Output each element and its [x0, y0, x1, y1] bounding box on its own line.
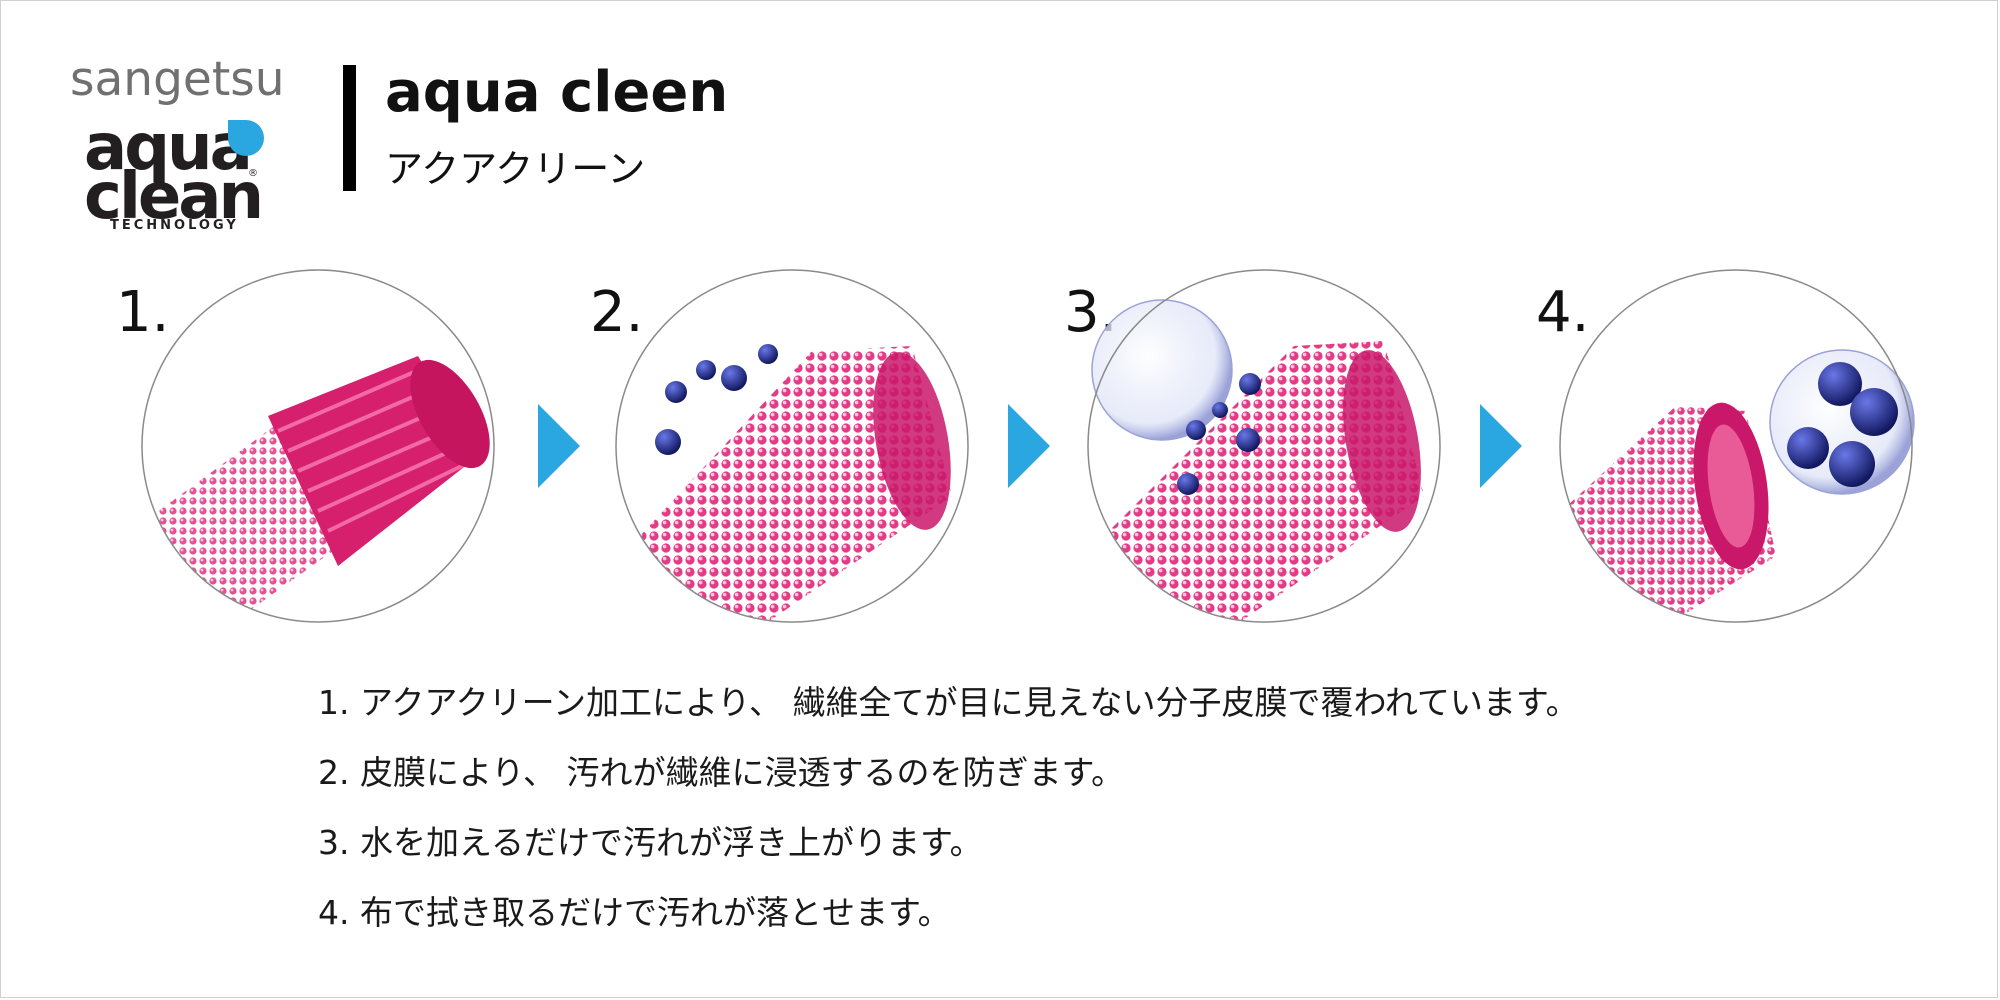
description-line-1: 1. アクアクリーン加工により、 繊維全てが目に見えない分子皮膜で覆われています… [318, 683, 1579, 722]
registered-mark: ® [248, 168, 258, 179]
step-4-number: 4. [1536, 280, 1590, 345]
step-arrow-3-icon [1480, 404, 1522, 488]
page-subtitle: アクアクリーン [385, 147, 646, 191]
step-2-illustration [612, 266, 972, 626]
page-title: aqua cleen [385, 60, 729, 125]
description-line-2: 2. 皮膜により、 汚れが繊維に浸透するのを防ぎます。 [318, 753, 1125, 792]
water-drop-icon [228, 120, 264, 156]
step-4-illustration [1556, 266, 1916, 626]
step-arrow-2-icon [1008, 404, 1050, 488]
aqua-clean-logo: sangetsu aqua clean ® TECHNOLOGY [60, 50, 300, 240]
description-line-4: 4. 布で拭き取るだけで汚れが落とせます。 [318, 893, 951, 932]
step-descriptions: 1. アクアクリーン加工により、 繊維全てが目に見えない分子皮膜で覆われています… [318, 680, 1718, 960]
logo-technology-text: TECHNOLOGY [110, 218, 239, 233]
logo-aqua-text: aqua [84, 111, 253, 185]
step-1-number: 1. [116, 280, 170, 345]
step-1-illustration [138, 266, 498, 626]
logo-clean-text: clean [84, 160, 264, 234]
step-3-illustration [1084, 266, 1444, 626]
header-divider-bar [343, 65, 356, 191]
step-2-number: 2. [590, 280, 644, 345]
description-line-3: 3. 水を加えるだけで汚れが浮き上がります。 [318, 823, 983, 862]
step-arrow-1-icon [538, 404, 580, 488]
logo-sangetsu-text: sangetsu [70, 52, 285, 107]
